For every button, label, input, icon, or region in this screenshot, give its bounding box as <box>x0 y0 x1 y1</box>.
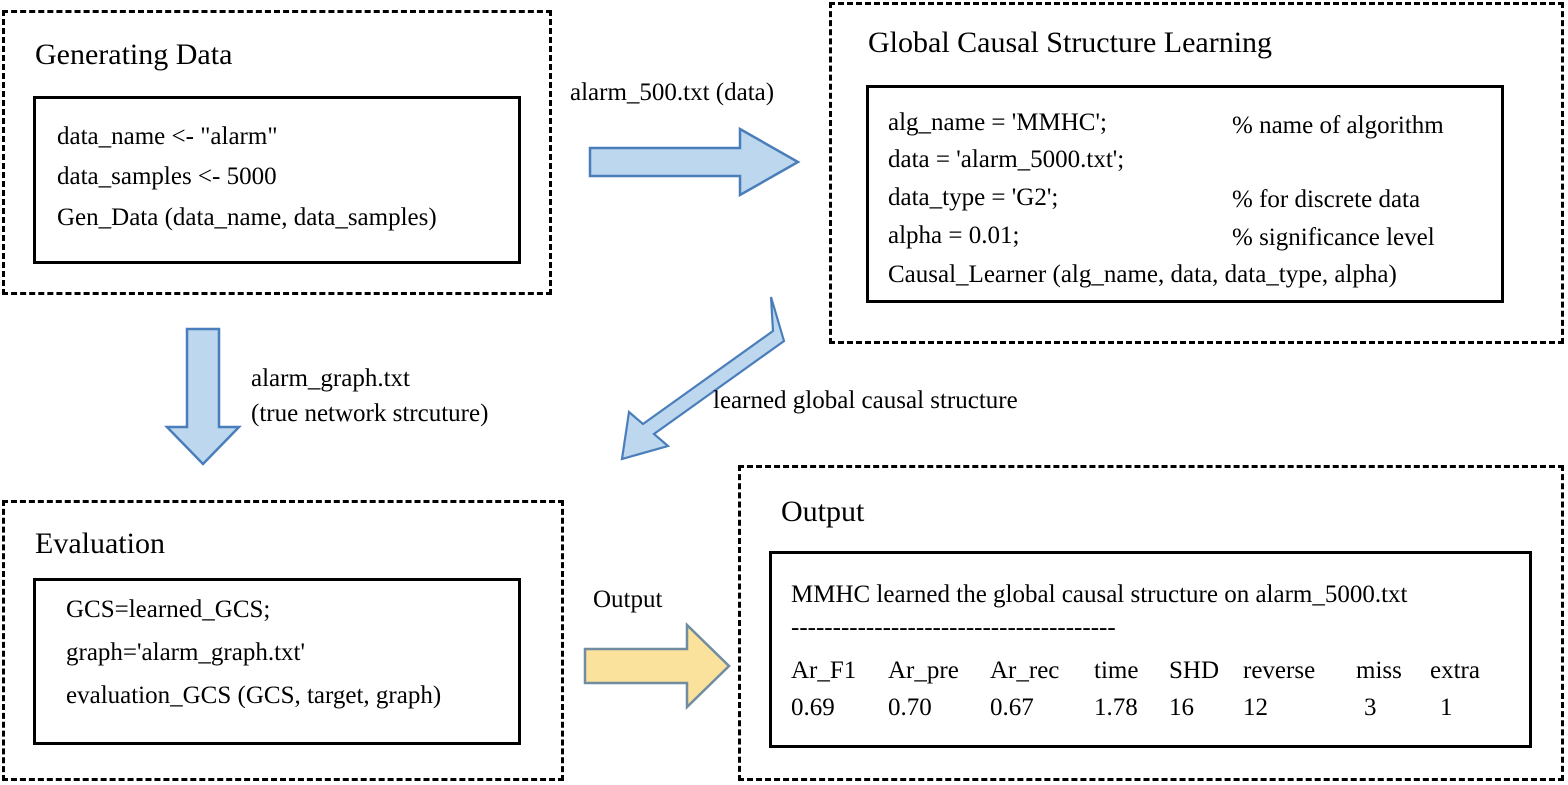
output-table-value-cell: 0.69 <box>791 694 835 721</box>
output-table-header-cell: Ar_F1 <box>791 657 857 684</box>
edge-label-data-to-learning: alarm_500.txt (data) <box>570 79 775 106</box>
output-divider: --------------------------------------- <box>791 614 1116 641</box>
output-table-header-cell: miss <box>1356 657 1402 684</box>
output-table-header-cell: Ar_pre <box>888 657 959 684</box>
generating-data-code-box <box>33 96 521 264</box>
panel-generating-data <box>2 10 552 295</box>
output-table-value-cell: 12 <box>1243 694 1268 721</box>
panel-global-causal-structure-learning-title: Global Causal Structure Learning <box>868 26 1273 59</box>
output-table-header-cell: reverse <box>1243 657 1316 684</box>
gcsl-comment-4: % significance level <box>1232 224 1435 251</box>
generating-data-code-line-3: Gen_Data (data_name, data_samples) <box>57 204 437 231</box>
generating-data-code-line-1: data_name <- "alarm" <box>57 123 278 150</box>
output-table-header-cell: Ar_rec <box>990 657 1060 684</box>
edge-label-evaluation-to-output: Output <box>593 586 663 613</box>
output-table-value-cell: 1 <box>1440 694 1453 721</box>
panel-output <box>738 465 1564 781</box>
output-table-header-cell: extra <box>1430 657 1480 684</box>
right-arrow-icon <box>583 622 731 710</box>
gcsl-code-line-1: alg_name = 'MMHC'; <box>888 109 1107 136</box>
edge-label-learning-to-evaluation: learned global causal structure <box>713 387 1018 414</box>
diagonal-down-left-arrow-icon <box>620 296 786 461</box>
global-causal-learning-code-box <box>866 85 1504 303</box>
panel-output-title: Output <box>781 495 865 528</box>
gcsl-code-line-4: alpha = 0.01; <box>888 222 1020 249</box>
evaluation-code-line-3: evaluation_GCS (GCS, target, graph) <box>66 682 442 709</box>
gcsl-comment-3: % for discrete data <box>1232 186 1421 213</box>
panel-global-causal-structure-learning <box>829 2 1564 344</box>
down-arrow-icon <box>164 327 242 466</box>
evaluation-code-line-1: GCS=learned_GCS; <box>66 596 271 623</box>
gcsl-code-line-5: Causal_Learner (alg_name, data, data_typ… <box>888 261 1397 288</box>
output-headline: MMHC learned the global causal structure… <box>791 581 1408 608</box>
evaluation-code-line-2: graph='alarm_graph.txt' <box>66 639 306 666</box>
right-arrow-icon <box>588 126 801 198</box>
output-table-value-cell: 0.70 <box>888 694 932 721</box>
output-table-header-cell: SHD <box>1169 657 1220 684</box>
generating-data-code-line-2: data_samples <- 5000 <box>57 163 277 190</box>
output-table-value-cell: 3 <box>1364 694 1377 721</box>
panel-generating-data-title: Generating Data <box>35 38 233 71</box>
panel-evaluation <box>2 500 564 781</box>
evaluation-code-box <box>33 578 521 745</box>
panel-evaluation-title: Evaluation <box>35 527 165 560</box>
gcsl-comment-1: % name of algorithm <box>1232 112 1444 139</box>
gcsl-code-line-3: data_type = 'G2'; <box>888 184 1059 211</box>
output-table-value-cell: 0.67 <box>990 694 1034 721</box>
output-table-header-cell: time <box>1094 657 1139 684</box>
edge-label-data-to-evaluation-line2: (true network strcuture) <box>251 400 489 427</box>
gcsl-code-line-2: data = 'alarm_5000.txt'; <box>888 146 1125 173</box>
output-table-value-cell: 16 <box>1169 694 1194 721</box>
edge-label-data-to-evaluation-line1: alarm_graph.txt <box>251 365 410 392</box>
output-table-value-cell: 1.78 <box>1094 694 1138 721</box>
output-result-box <box>769 551 1532 748</box>
